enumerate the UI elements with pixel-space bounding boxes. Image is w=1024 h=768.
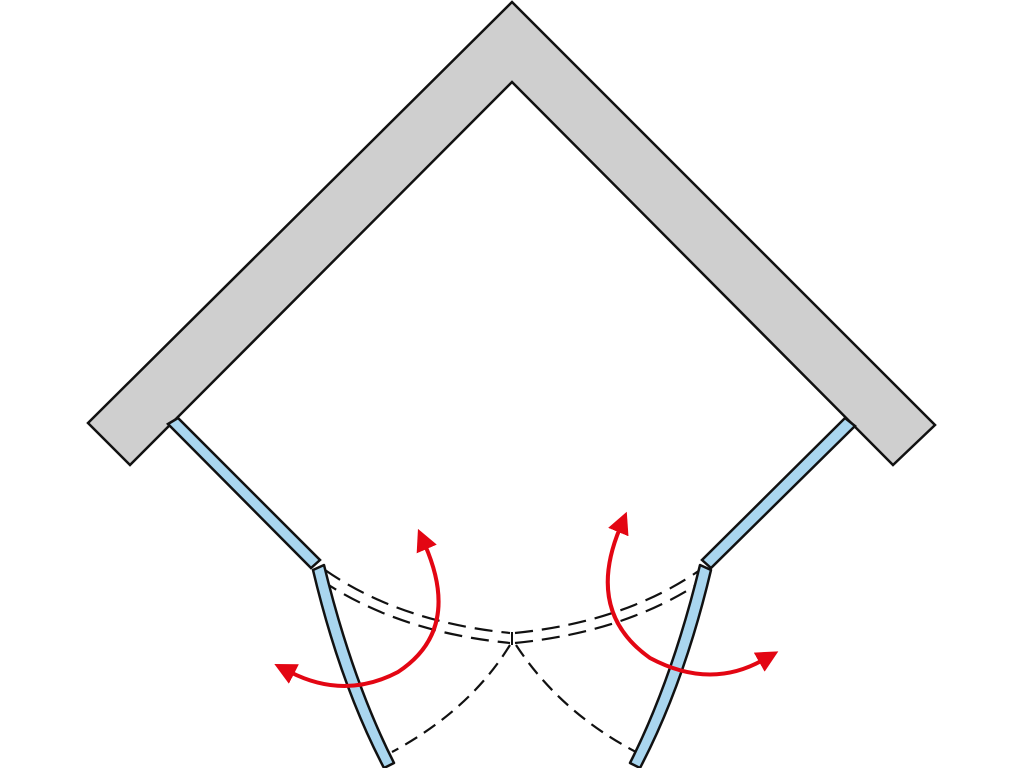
left-door-open-dashed <box>391 644 511 753</box>
wall-corner-shape <box>86 0 937 467</box>
right-door-open-dashed <box>515 644 637 753</box>
right-fixed-glass-panel <box>700 416 857 570</box>
left-door-closed-dashed <box>320 569 511 645</box>
right-open-direction-arrow <box>605 511 779 677</box>
left-fixed-glass-panel <box>165 416 322 570</box>
left-pivot-door <box>311 563 396 768</box>
left-open-direction-arrow <box>274 528 441 688</box>
